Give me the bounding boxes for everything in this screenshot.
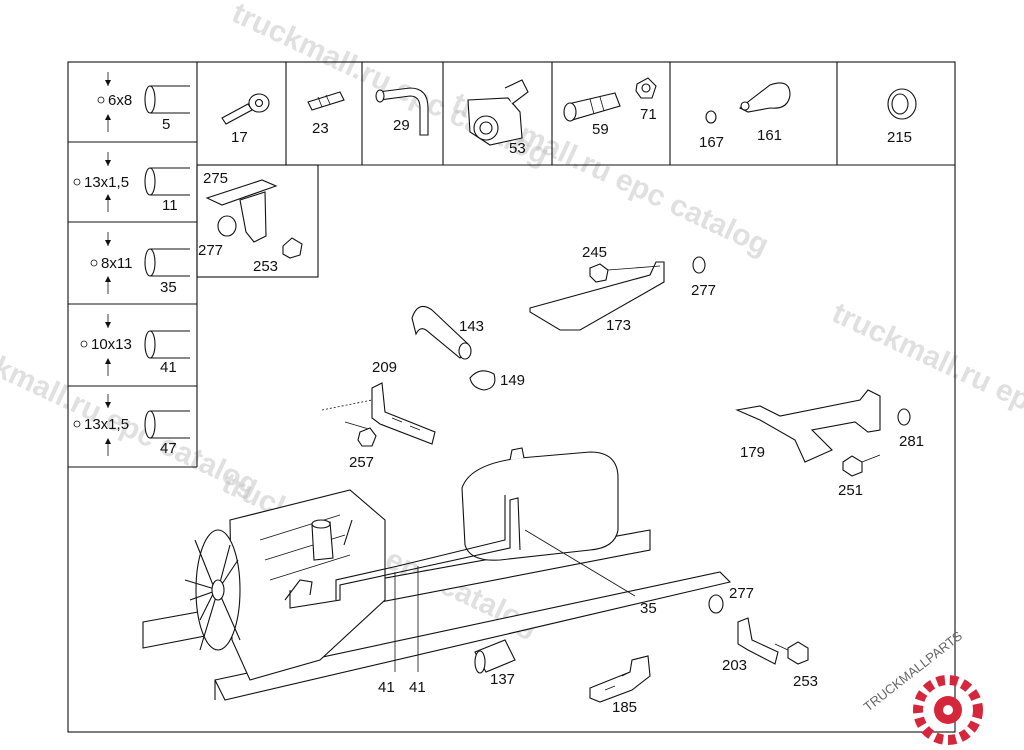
brand-logo: TRUCKMALLPARTS [861, 628, 983, 745]
watermark-text: truckmall.ru epc catalog [827, 296, 1024, 472]
svg-text:41: 41 [409, 679, 426, 696]
part-29: 29 [375, 87, 429, 136]
svg-text:179: 179 [740, 444, 765, 461]
svg-text:143: 143 [459, 318, 484, 335]
fan [184, 529, 241, 651]
inset-box [196, 164, 319, 278]
svg-text:253: 253 [253, 258, 278, 275]
svg-text:277: 277 [729, 585, 754, 602]
pipe-143-group: 143 149 [411, 305, 525, 391]
svg-text:245: 245 [582, 244, 607, 261]
frame [67, 61, 956, 733]
svg-text:161: 161 [757, 127, 782, 144]
svg-text:53: 53 [509, 140, 526, 157]
svg-text:185: 185 [612, 699, 637, 716]
hose-cell: 13x1,5 47 [73, 394, 190, 457]
hose-size: 13x1,5 [84, 174, 129, 191]
svg-text:173: 173 [606, 317, 631, 334]
hose-size: 10x13 [91, 336, 132, 353]
part-185: 185 [589, 655, 651, 716]
part-53: 53 [467, 79, 529, 157]
svg-text:17: 17 [231, 129, 248, 146]
svg-text:203: 203 [722, 657, 747, 674]
chassis-assembly: 35 41 41 [142, 447, 732, 701]
bracket-209-group: 209 257 [321, 359, 436, 471]
watermark-text: truckmall.ru epc catalog [227, 0, 554, 172]
svg-text:167: 167 [699, 134, 724, 151]
part-137: 137 [474, 639, 516, 688]
hose-ref: 47 [160, 440, 177, 457]
svg-text:253: 253 [793, 673, 818, 690]
svg-text:257: 257 [349, 454, 374, 471]
svg-text:41: 41 [378, 679, 395, 696]
hose-ref: 5 [162, 116, 170, 133]
inset-parts: 275 277 253 [198, 170, 303, 275]
svg-text:29: 29 [393, 117, 410, 134]
svg-text:277: 277 [198, 242, 223, 259]
hose-cell: 10x13 41 [80, 314, 190, 376]
part-71: 71 [635, 77, 657, 123]
svg-text:275: 275 [203, 170, 228, 187]
bracket-179-group: 179 281 251 [735, 389, 924, 499]
hose-cell: 8x11 35 [90, 232, 190, 296]
part-167: 167 [699, 110, 724, 151]
svg-text:209: 209 [372, 359, 397, 376]
svg-text:215: 215 [887, 129, 912, 146]
svg-text:59: 59 [592, 121, 609, 138]
hose-ref: 41 [160, 359, 177, 376]
part-161: 161 [738, 82, 791, 144]
hose-size: 13x1,5 [84, 416, 129, 433]
hose-size: 6x8 [108, 92, 132, 109]
part-23: 23 [307, 91, 345, 137]
hose-cell: 6x8 5 [97, 72, 190, 133]
svg-text:149: 149 [500, 372, 525, 389]
svg-text:251: 251 [838, 482, 863, 499]
part-17: 17 [221, 93, 270, 146]
svg-text:277: 277 [691, 282, 716, 299]
bracket-173-group: 245 277 173 [529, 244, 716, 334]
hose-cell: 13x1,5 11 [73, 152, 190, 214]
svg-text:137: 137 [490, 671, 515, 688]
hose-size: 8x11 [101, 255, 132, 272]
part-215: 215 [887, 88, 917, 146]
hose-ref: 35 [160, 279, 177, 296]
part-59: 59 [563, 92, 621, 138]
svg-text:281: 281 [899, 433, 924, 450]
bracket-203-group: 277 203 253 [708, 585, 818, 690]
svg-text:35: 35 [640, 600, 657, 617]
watermark-text: truckmall.ru epc catalog [0, 326, 264, 502]
svg-text:71: 71 [640, 106, 657, 123]
svg-text:23: 23 [312, 120, 329, 137]
hose-ref: 11 [162, 197, 178, 214]
